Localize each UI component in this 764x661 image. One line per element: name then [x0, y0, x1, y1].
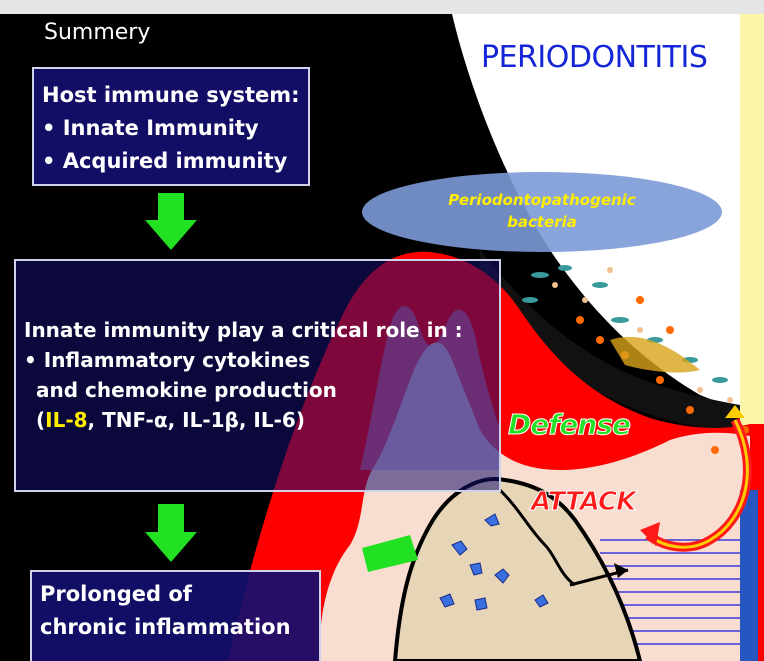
host-immune-box: Host immune system: • Innate Immunity • … [32, 67, 310, 186]
attack-label: ATTACK [530, 487, 636, 518]
bacteria-label-line2: bacteria [507, 213, 577, 231]
resorption-arrowhead [614, 563, 628, 578]
innate-role-box: Innate immunity play a critical role in … [14, 259, 501, 492]
page-title: PERIODONTITIS [481, 40, 708, 75]
down-arrow-icon [145, 193, 197, 562]
bacteria-label-line1: Periodontopathogenic [448, 191, 636, 209]
acquired-immunity-item: • Acquired immunity [42, 149, 288, 173]
host-immune-heading: Host immune system: [42, 83, 300, 107]
summary-label: Summery [44, 20, 151, 45]
top-band [0, 0, 764, 14]
cytokine-list: (IL-8, TNF-α, IL-1β, IL-6) [24, 405, 491, 435]
bone-crack [498, 488, 576, 587]
root-surface [740, 490, 758, 661]
green-wedge [362, 535, 418, 572]
paren-open: ( [36, 408, 46, 432]
cytokines-item: • Inflammatory cytokines [24, 348, 311, 372]
chronic-line: chronic inflammation [40, 615, 291, 639]
calculus-sliver [610, 336, 700, 373]
innate-immunity-item: • Innate Immunity [42, 116, 259, 140]
innate-role-heading: Innate immunity play a critical role in … [24, 318, 463, 342]
bacteria-label: Periodontopathogenic bacteria [412, 189, 672, 233]
defense-label: Defense [508, 408, 632, 442]
osteoclast-markers [439, 513, 549, 611]
prolonged-line: Prolonged of [40, 582, 192, 606]
attack-arrowhead [640, 522, 660, 546]
tooth-edge-strip [740, 14, 764, 434]
bacteria-ellipse [362, 172, 722, 252]
il8-highlight: IL-8 [45, 408, 88, 432]
chemokine-item: and chemokine production [36, 378, 337, 402]
cytokine-rest: , TNF-α, IL-1β, IL-6) [87, 408, 305, 432]
chronic-inflammation-box: Prolonged of chronic inflammation [30, 570, 321, 661]
